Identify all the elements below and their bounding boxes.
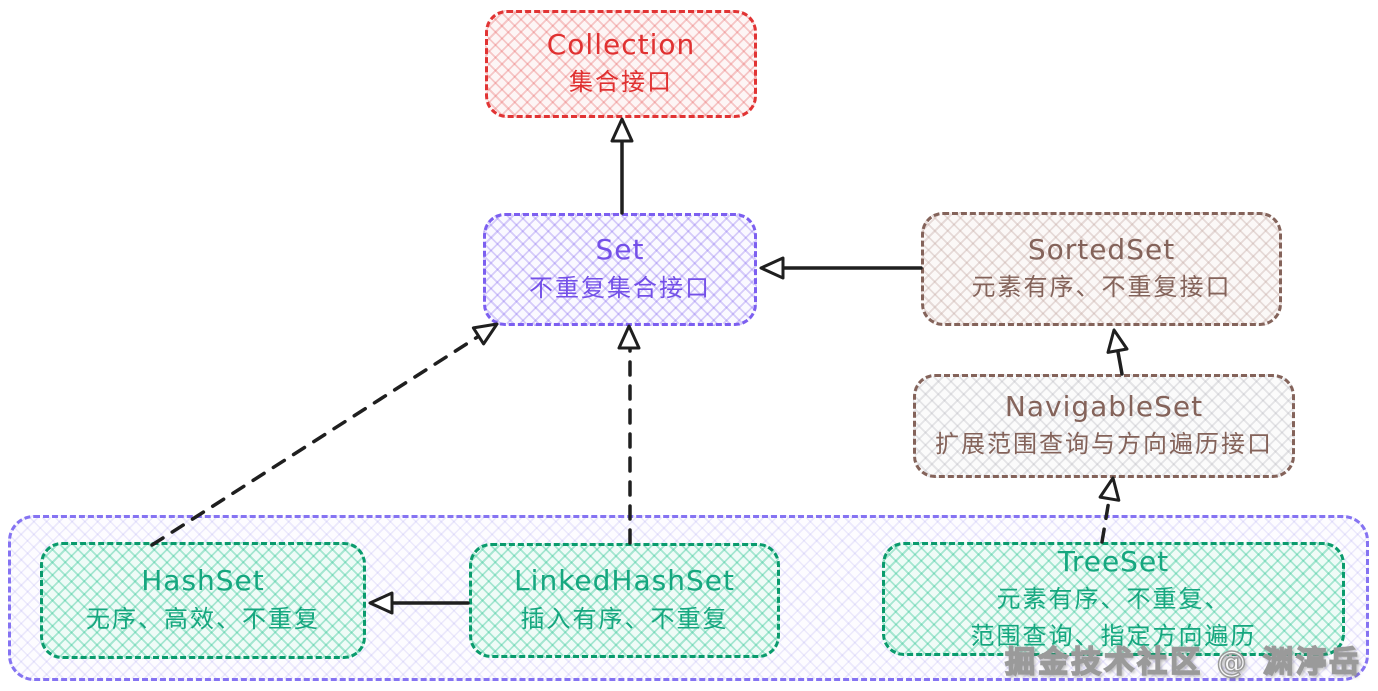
node-treeset-subtitle-2: 范围查询、指定方向遍历 bbox=[970, 622, 1257, 651]
node-collection-subtitle: 集合接口 bbox=[569, 68, 673, 97]
node-set-subtitle: 不重复集合接口 bbox=[529, 273, 711, 302]
arrow-navigableset-to-sortedset bbox=[1106, 328, 1129, 376]
node-navigableset: NavigableSet 扩展范围查询与方向遍历接口 bbox=[913, 374, 1295, 478]
node-navigableset-title: NavigableSet bbox=[1004, 389, 1204, 423]
arrow-set-to-collection bbox=[610, 117, 634, 215]
node-treeset-subtitle-1: 元素有序、不重复、 bbox=[996, 585, 1231, 614]
node-hashset-title: HashSet bbox=[141, 564, 265, 597]
node-sortedset: SortedSet 元素有序、不重复接口 bbox=[921, 212, 1282, 326]
node-linkedhashset: LinkedHashSet 插入有序、不重复 bbox=[469, 543, 780, 658]
node-hashset-subtitle: 无序、高效、不重复 bbox=[86, 604, 320, 633]
arrow-linkedhashset-to-set bbox=[617, 324, 641, 545]
node-treeset-title: TreeSet bbox=[1057, 544, 1170, 578]
node-linkedhashset-title: LinkedHashSet bbox=[514, 564, 735, 597]
node-set-title: Set bbox=[595, 233, 645, 266]
node-hashset: HashSet 无序、高效、不重复 bbox=[40, 542, 366, 659]
node-set: Set 不重复集合接口 bbox=[483, 213, 757, 326]
watermark: 掘金技术社区 @ 渊渟岳 bbox=[1004, 644, 1362, 681]
node-navigableset-subtitle: 扩展范围查询与方向遍历接口 bbox=[935, 430, 1273, 459]
node-sortedset-subtitle: 元素有序、不重复接口 bbox=[971, 273, 1232, 302]
node-treeset: TreeSet 元素有序、不重复、 范围查询、指定方向遍历 bbox=[882, 542, 1345, 656]
node-linkedhashset-subtitle: 插入有序、不重复 bbox=[520, 604, 729, 633]
node-collection-title: Collection bbox=[546, 27, 696, 61]
node-collection: Collection 集合接口 bbox=[485, 10, 757, 118]
arrow-sortedset-to-set bbox=[759, 256, 923, 280]
node-sortedset-title: SortedSet bbox=[1027, 232, 1176, 266]
arrow-hashset-to-set bbox=[150, 322, 499, 547]
